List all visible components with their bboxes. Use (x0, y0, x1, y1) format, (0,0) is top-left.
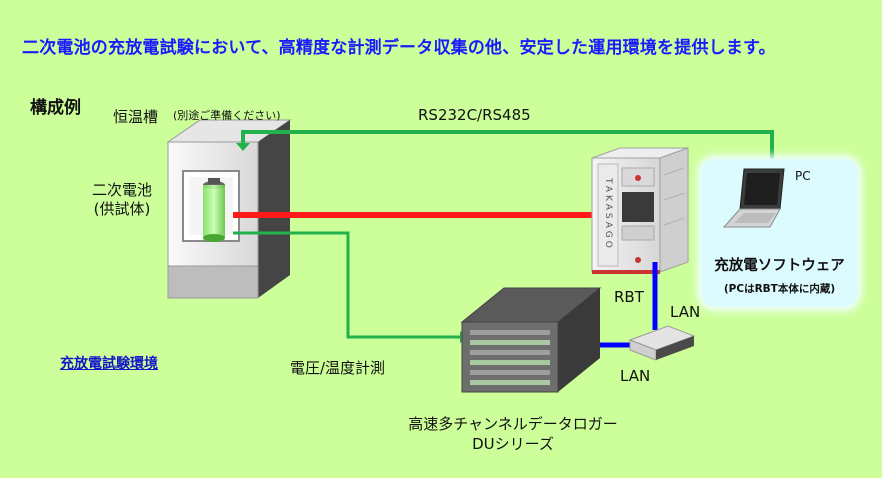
lan-label-upper: LAN (670, 303, 701, 321)
pc-label: PC (795, 169, 811, 183)
logger-label-line2: DUシリーズ (472, 435, 554, 453)
measurement-link-label: 電圧/温度計測 (290, 359, 386, 377)
test-environment-link[interactable]: 充放電試験環境 (60, 356, 158, 372)
laptop-icon (722, 168, 785, 228)
data-logger-icon (460, 287, 602, 393)
serial-link-label: RS232C/RS485 (418, 106, 531, 124)
section-title: 構成例 (30, 98, 81, 118)
rbt-unit-icon (591, 147, 689, 274)
lan-label-lower: LAN (620, 367, 651, 385)
serial-link-line (236, 130, 774, 175)
battery-label-line2: (供試体) (93, 200, 151, 218)
network-switch-icon (628, 325, 696, 361)
logger-label-line1: 高速多チャンネルデータロガー (408, 415, 618, 433)
chamber-label: 恒温槽 (113, 108, 159, 126)
headline: 二次電池の充放電試験において、高精度な計測データ収集の他、安定した運用環境を提供… (22, 38, 776, 58)
chamber-note: (別途ご準備ください) (173, 109, 281, 122)
thermostatic-chamber-icon (166, 119, 292, 299)
rbt-brand-text: TAKASAGO (603, 177, 613, 251)
software-note: (PCはRBT本体に内蔵) (723, 283, 836, 295)
battery-label-line1: 二次電池 (91, 181, 152, 199)
rbt-label: RBT (614, 288, 644, 306)
software-name: 充放電ソフトウェア (714, 258, 845, 274)
